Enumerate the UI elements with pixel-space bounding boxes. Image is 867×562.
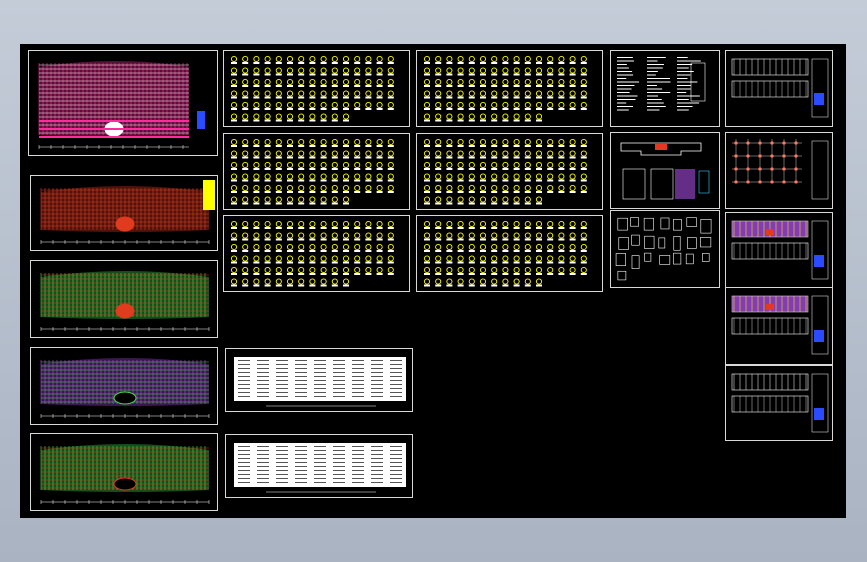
plan-core (115, 303, 135, 319)
pile-symbols (230, 220, 394, 287)
elevation-sheet-4[interactable] (725, 365, 833, 441)
elevation-sheet-1[interactable] (725, 50, 833, 127)
table-body (234, 443, 406, 487)
pile-symbols (423, 138, 587, 205)
plan-core (113, 477, 137, 491)
plan-outline (39, 61, 189, 137)
section-outline (690, 62, 706, 102)
notes-sheet[interactable] (610, 50, 720, 127)
plan-sheet-purple[interactable] (30, 347, 218, 425)
elevation-drawing (731, 58, 829, 118)
elevation-drawing (731, 220, 829, 280)
elevation-sheet-3[interactable] (725, 287, 833, 365)
drawing-canvas[interactable] (20, 44, 846, 518)
table-drawing (234, 357, 406, 407)
plan-drawing (40, 186, 210, 244)
pile-detail-sheet-1[interactable] (223, 50, 410, 127)
elevation-drawing (731, 373, 829, 433)
pile-symbols (230, 138, 394, 205)
grid-plan-drawing (732, 139, 829, 200)
elevation-drawing (731, 295, 829, 355)
pile-detail-sheet-6[interactable] (416, 215, 603, 292)
plan-drawing (40, 444, 210, 504)
plan-drawing (40, 271, 210, 331)
pile-symbols (423, 55, 587, 122)
notes-text-block (617, 57, 706, 111)
pile-detail-sheet-5[interactable] (223, 215, 410, 292)
pile-symbols (423, 220, 587, 287)
plan-drawing (40, 358, 210, 418)
pile-detail-sheet-2[interactable] (416, 50, 603, 127)
table-body (234, 357, 406, 401)
section-sheet[interactable] (610, 132, 720, 209)
plan-sheet-mixed[interactable] (30, 260, 218, 338)
pile-detail-sheet-3[interactable] (223, 133, 410, 210)
plan-sheet-red[interactable] (30, 175, 218, 251)
detail-symbols (615, 217, 712, 281)
plan-drawing (38, 61, 189, 149)
plan-core (113, 391, 137, 405)
plan-core (115, 216, 135, 232)
legend-block (197, 111, 205, 129)
pile-detail-sheet-4[interactable] (416, 133, 603, 210)
plan-sheet-magenta[interactable] (28, 50, 218, 156)
table-sheet-2[interactable] (225, 434, 413, 498)
section-drawing (620, 142, 710, 200)
legend-block (203, 180, 215, 210)
grid-plan-sheet[interactable] (725, 132, 833, 209)
detail-sheet[interactable] (610, 210, 720, 288)
elevation-sheet-2[interactable] (725, 212, 833, 289)
table-drawing (234, 443, 406, 493)
pile-symbols (230, 55, 394, 122)
plan-sheet-green[interactable] (30, 433, 218, 511)
table-sheet-1[interactable] (225, 348, 413, 412)
